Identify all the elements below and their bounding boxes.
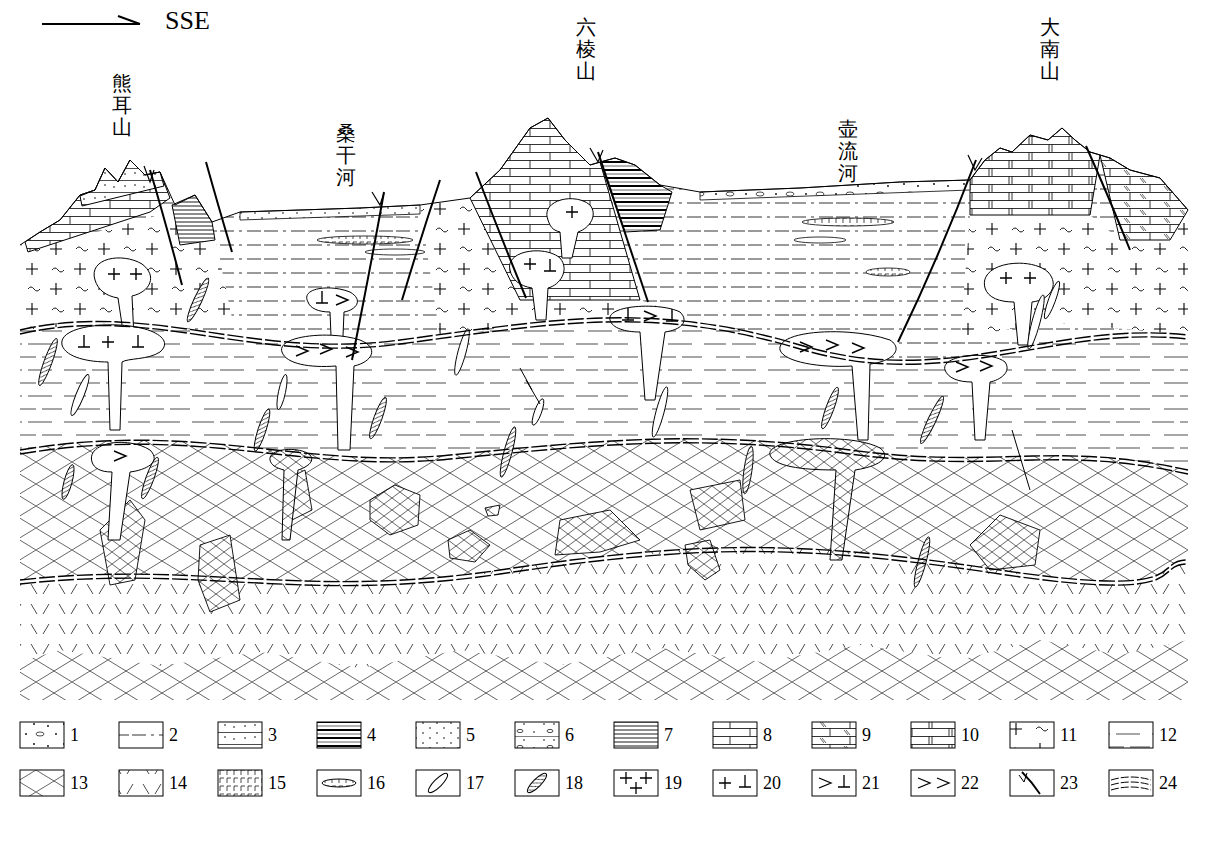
crust-layers — [20, 118, 1188, 700]
legend-number: 20 — [763, 770, 781, 796]
direction-arrow — [42, 16, 140, 24]
legend-swatches — [20, 722, 1153, 796]
mountain-name: 六棱山 — [576, 16, 596, 82]
basin-sediments — [240, 180, 970, 276]
mountain-name: 熊耳山 — [112, 72, 132, 138]
legend-number: 14 — [169, 770, 187, 796]
legend-number: 2 — [169, 722, 178, 748]
xenolith-blocks — [100, 470, 1040, 612]
legend-number: 16 — [367, 770, 385, 796]
legend-number: 13 — [70, 770, 88, 796]
legend-number: 6 — [565, 722, 574, 748]
legend-number: 15 — [268, 770, 286, 796]
legend-number: 1 — [70, 722, 79, 748]
legend-number: 8 — [763, 722, 772, 748]
legend-number: 5 — [466, 722, 475, 748]
legend-number: 7 — [664, 722, 673, 748]
mountain-name: 大南山 — [1040, 16, 1060, 82]
direction-label: SSE — [165, 6, 210, 36]
surface-line — [20, 118, 1188, 245]
river-name: 桑干河 — [336, 122, 356, 188]
legend-number: 21 — [862, 770, 880, 796]
legend-number: 24 — [1159, 770, 1177, 796]
legend-number: 3 — [268, 722, 277, 748]
legend-number: 12 — [1159, 722, 1177, 748]
legend-number: 22 — [961, 770, 979, 796]
legend-number: 4 — [367, 722, 376, 748]
legend-number: 19 — [664, 770, 682, 796]
legend-number: 17 — [466, 770, 484, 796]
legend-number: 9 — [862, 722, 871, 748]
fault-lines — [144, 146, 1130, 360]
legend-number: 23 — [1060, 770, 1078, 796]
legend-number: 10 — [961, 722, 979, 748]
river-name: 壶流河 — [838, 118, 858, 184]
boundary-lines — [20, 318, 1188, 586]
dike-lenses — [36, 277, 1062, 589]
legend-number: 11 — [1060, 722, 1077, 748]
legend-number: 18 — [565, 770, 583, 796]
intrusive-bodies — [62, 199, 1054, 560]
